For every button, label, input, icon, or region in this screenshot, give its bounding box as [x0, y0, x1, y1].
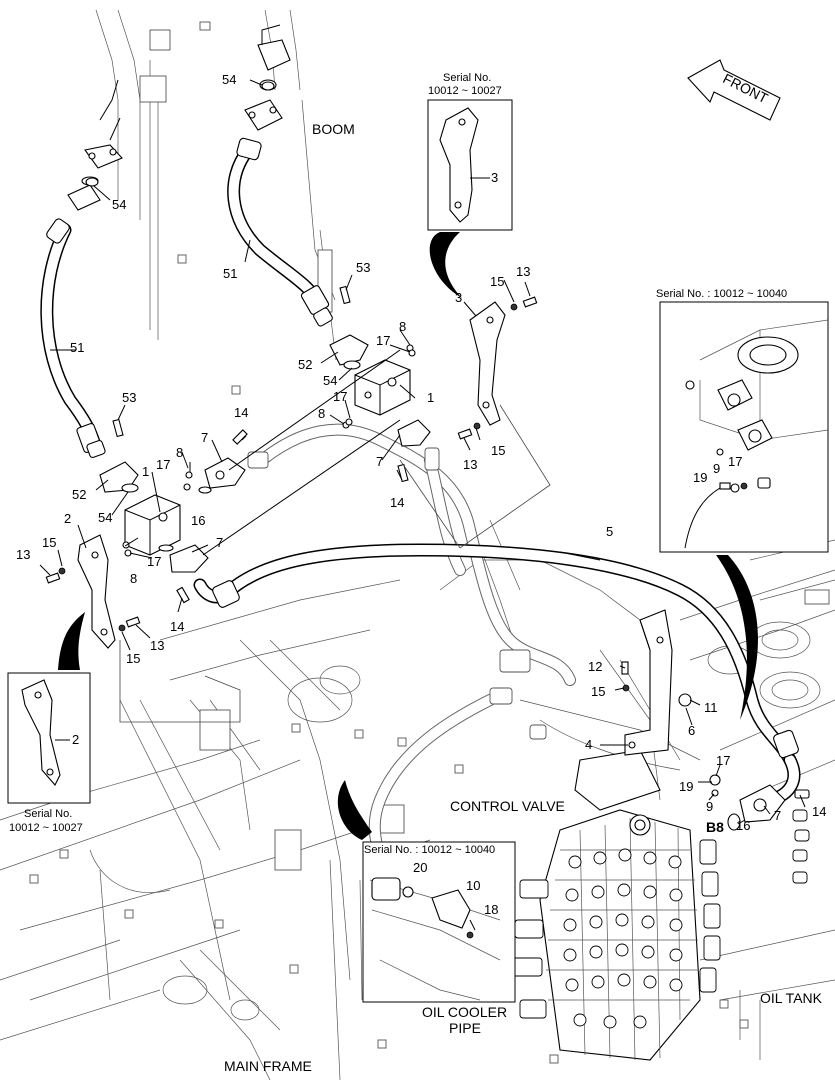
callout-19: 19 [679, 779, 693, 794]
callout-17: 17 [376, 333, 390, 348]
callout-5: 5 [606, 524, 613, 539]
hardware [45, 81, 630, 692]
bracket-3 [469, 301, 506, 426]
callout-14: 14 [812, 804, 826, 819]
callout-13: 13 [150, 638, 164, 653]
inset-top-serial-2: 10012 ~ 10027 [428, 85, 502, 97]
callout-16: 16 [736, 818, 750, 833]
inset-bottom-serial: Serial No. : 10012 ~ 10040 [364, 844, 495, 856]
background-structure [0, 9, 835, 1080]
callout-7: 7 [376, 454, 383, 469]
label-main-frame: MAIN FRAME [224, 1058, 312, 1074]
callout-14: 14 [170, 619, 184, 634]
label-oil-cooler: OIL COOLER [422, 1004, 507, 1020]
inset-left-part: 2 [72, 732, 79, 747]
label-oil-tank: OIL TANK [760, 990, 823, 1006]
callout-14: 14 [234, 405, 248, 420]
label-boom: BOOM [312, 121, 355, 137]
inset-left [7, 612, 91, 804]
callout-8: 8 [399, 319, 406, 334]
inset-bottom-part-18: 18 [484, 902, 498, 917]
callout-17: 17 [333, 389, 347, 404]
hose-5 [193, 543, 801, 807]
label-b8: B8 [706, 819, 724, 835]
callout-1: 1 [427, 390, 434, 405]
inset-left-serial-2: 10012 ~ 10027 [9, 822, 83, 834]
bracket-4 [624, 609, 673, 756]
callout-1: 1 [142, 464, 149, 479]
inset-right-part-9: 9 [713, 461, 720, 476]
hose-51-top [227, 137, 333, 327]
label-pipe: PIPE [449, 1020, 481, 1036]
inset-right-serial: Serial No. : 10012 ~ 10040 [656, 288, 787, 300]
bracket-2 [77, 534, 116, 649]
front-arrow-icon [687, 59, 781, 121]
boom-flange-top [244, 24, 291, 131]
block-1-lower [99, 457, 246, 573]
callout-53: 53 [356, 260, 370, 275]
callout-12: 12 [588, 659, 602, 674]
callout-7: 7 [201, 430, 208, 445]
callout-15: 15 [126, 651, 140, 666]
callout-17: 17 [716, 753, 730, 768]
inset-right [659, 301, 829, 720]
inset-top-serial-1: Serial No. [443, 72, 491, 84]
callout-13: 13 [463, 457, 477, 472]
callout-11: 11 [704, 700, 718, 715]
callout-8: 8 [318, 406, 325, 421]
callout-51: 51 [223, 266, 237, 281]
callout-3: 3 [455, 290, 462, 305]
flange-7-right [727, 784, 810, 831]
control-valve-body [511, 749, 810, 1061]
callout-54: 54 [323, 373, 337, 388]
callout-7: 7 [774, 808, 781, 823]
inset-left-serial-1: Serial No. [24, 808, 72, 820]
leader-lines [39, 79, 806, 825]
callout-17: 17 [156, 457, 170, 472]
boom-flange-left [67, 79, 123, 211]
callout-15: 15 [42, 535, 56, 550]
callout-51: 51 [70, 340, 84, 355]
callout-17: 17 [147, 554, 161, 569]
callout-15: 15 [591, 684, 605, 699]
callout-54: 54 [112, 197, 126, 212]
inset-top-part: 3 [491, 170, 498, 185]
callout-8: 8 [176, 445, 183, 460]
callout-14: 14 [390, 495, 404, 510]
callout-53: 53 [122, 390, 136, 405]
inset-right-part-19: 19 [693, 470, 707, 485]
hose-51-left [40, 218, 106, 459]
callout-54: 54 [222, 72, 236, 87]
background-hose [247, 423, 701, 926]
callout-2: 2 [64, 511, 71, 526]
callout-15: 15 [491, 443, 505, 458]
inset-bottom-part-20: 20 [413, 860, 427, 875]
callout-52: 52 [72, 487, 86, 502]
callout-13: 13 [516, 264, 530, 279]
callout-4: 4 [585, 737, 592, 752]
label-control-valve: CONTROL VALVE [450, 798, 565, 814]
inset-bottom [337, 780, 516, 1003]
callout-8: 8 [130, 571, 137, 586]
callout-15: 15 [490, 274, 504, 289]
callout-54: 54 [98, 510, 112, 525]
inset-top-center [427, 99, 513, 298]
callout-13: 13 [16, 547, 30, 562]
callout-7: 7 [216, 535, 223, 550]
callout-52: 52 [298, 357, 312, 372]
callout-6: 6 [688, 723, 695, 738]
inset-right-part-17: 17 [728, 454, 742, 469]
callout-9: 9 [706, 799, 713, 814]
callout-16: 16 [191, 513, 205, 528]
inset-bottom-part-10: 10 [466, 878, 480, 893]
